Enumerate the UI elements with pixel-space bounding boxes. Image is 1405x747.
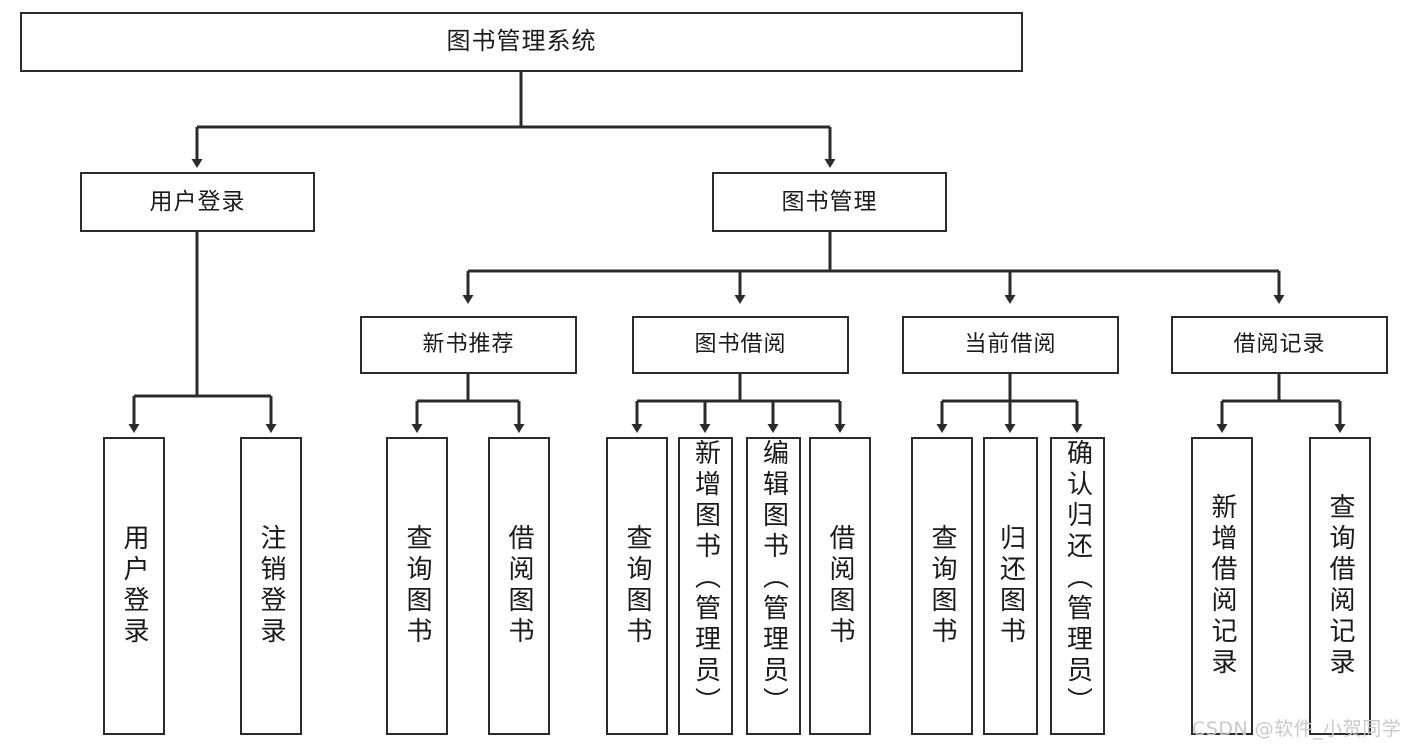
node-leaf-query-book-1[interactable]: 查询图书 (386, 437, 448, 735)
node-book-borrow[interactable]: 图书借阅 (632, 316, 849, 374)
node-book-manage[interactable]: 图书管理 (712, 172, 947, 232)
node-label: 图书借阅 (694, 332, 787, 358)
node-label: 查询借阅记录 (1325, 493, 1355, 679)
node-leaf-query-record[interactable]: 查询借阅记录 (1309, 437, 1371, 735)
node-label: 借阅图书 (504, 524, 534, 648)
node-label: 新书推荐 (422, 332, 515, 358)
node-new-book-rec[interactable]: 新书推荐 (360, 316, 577, 374)
node-leaf-user-login[interactable]: 用户登录 (103, 437, 165, 735)
node-label: 确认归还（管理员） (1062, 439, 1093, 718)
node-label: 新增借阅记录 (1207, 493, 1237, 679)
node-borrow-record[interactable]: 借阅记录 (1171, 316, 1388, 374)
node-label: 编辑图书（管理员） (758, 439, 789, 718)
node-leaf-return-book[interactable]: 归还图书 (983, 437, 1038, 735)
node-label: 图书管理 (781, 188, 878, 215)
node-leaf-borrow-book-2[interactable]: 借阅图书 (809, 437, 871, 735)
node-label: 借阅图书 (825, 524, 855, 648)
node-label: 用户登录 (149, 188, 246, 215)
node-leaf-confirm-return[interactable]: 确认归还（管理员） (1050, 437, 1105, 735)
node-leaf-query-book-3[interactable]: 查询图书 (911, 437, 973, 735)
node-user-login[interactable]: 用户登录 (80, 172, 315, 232)
node-leaf-borrow-book-1[interactable]: 借阅图书 (488, 437, 550, 735)
csdn-watermark: CSDN @软件_小贺同学 (1192, 718, 1402, 740)
node-label: 归还图书 (995, 524, 1026, 648)
node-label: 借阅记录 (1233, 332, 1326, 358)
node-current-borrow[interactable]: 当前借阅 (902, 316, 1119, 374)
node-leaf-logout[interactable]: 注销登录 (240, 437, 302, 735)
node-leaf-edit-book[interactable]: 编辑图书（管理员） (746, 437, 801, 735)
node-leaf-add-record[interactable]: 新增借阅记录 (1191, 437, 1253, 735)
node-label: 当前借阅 (964, 332, 1057, 358)
node-label: 查询图书 (622, 524, 652, 648)
node-label: 图书管理系统 (446, 27, 597, 56)
node-label: 查询图书 (927, 524, 957, 648)
node-root-system[interactable]: 图书管理系统 (20, 12, 1023, 72)
node-label: 用户登录 (119, 524, 149, 648)
node-leaf-add-book[interactable]: 新增图书（管理员） (678, 437, 733, 735)
node-label: 查询图书 (402, 524, 432, 648)
node-label: 注销登录 (256, 524, 286, 648)
node-leaf-query-book-2[interactable]: 查询图书 (606, 437, 668, 735)
node-label: 新增图书（管理员） (690, 439, 721, 718)
